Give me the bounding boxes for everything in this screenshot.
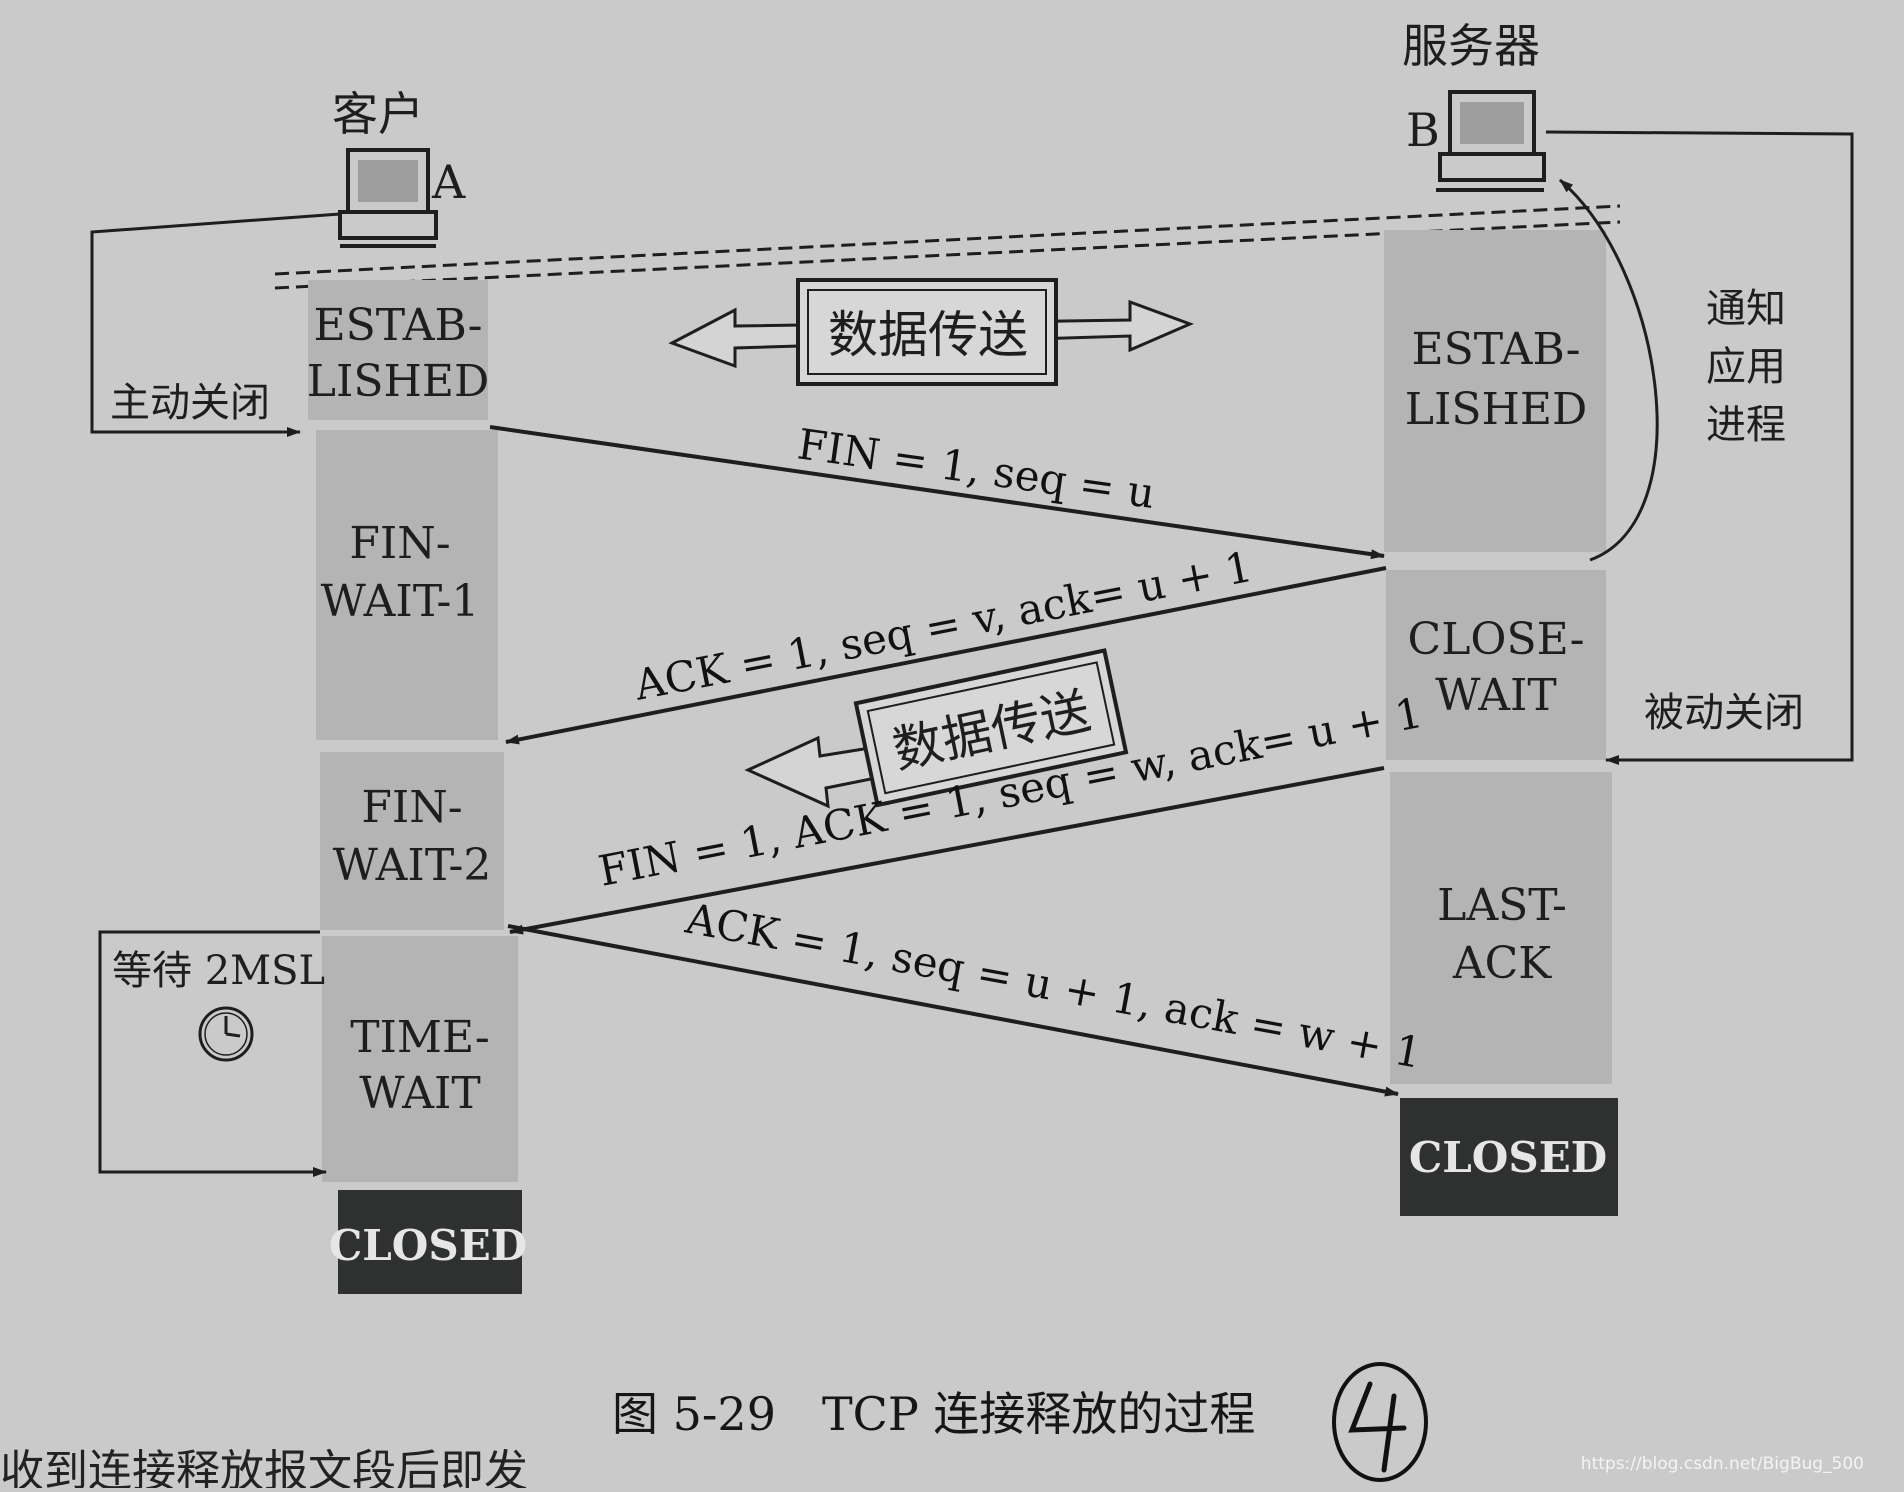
client-state-fin-wait-2 xyxy=(320,752,504,930)
server-closed-label: CLOSED xyxy=(1409,1133,1607,1182)
server-state-close-wait xyxy=(1386,570,1606,760)
client-computer-icon xyxy=(338,148,438,248)
client-state-1-line2: LISHED xyxy=(307,356,490,407)
server-state-3-line1: LAST- xyxy=(1437,880,1567,931)
client-state-2-line2: WAIT-1 xyxy=(321,576,480,627)
client-state-established xyxy=(308,280,488,420)
server-letter: B xyxy=(1406,103,1440,157)
client-state-3-line2: WAIT-2 xyxy=(333,840,492,891)
passive-close-line xyxy=(1545,130,1854,765)
client-state-time-wait xyxy=(322,936,518,1182)
client-state-4-line2: WAIT xyxy=(359,1068,481,1119)
figure-caption: 图 5-29 TCP 连接释放的过程 xyxy=(612,1387,1255,1441)
message-arrow-fin-ack xyxy=(509,766,1385,935)
message-arrow-fin xyxy=(489,425,1385,560)
passive-close-label: 被动关闭 xyxy=(1644,690,1804,736)
client-closed-box xyxy=(338,1190,522,1294)
server-state-last-ack xyxy=(1390,772,1612,1084)
client-closed-label: CLOSED xyxy=(329,1221,527,1270)
wait-2msl-label: 等待 2MSL xyxy=(112,948,325,994)
client-state-1-line1: ESTAB- xyxy=(314,300,483,351)
server-state-2-line1: CLOSE- xyxy=(1408,614,1585,665)
server-closed-box xyxy=(1400,1098,1618,1216)
server-computer-icon xyxy=(1436,90,1546,192)
clock-icon xyxy=(198,1006,254,1062)
active-close-label: 主动关闭 xyxy=(110,380,270,426)
handwritten-circle-mark xyxy=(1332,1362,1428,1482)
server-state-3-line2: ACK xyxy=(1452,938,1552,989)
server-state-column xyxy=(1384,230,1618,1216)
client-state-2-line1: FIN- xyxy=(349,518,450,569)
server-title: 服务器 xyxy=(1402,19,1540,73)
watermark: https://blog.csdn.net/BigBug_500 xyxy=(1580,1454,1864,1474)
client-state-4-line1: TIME- xyxy=(350,1012,490,1063)
client-title: 客户 xyxy=(332,87,424,141)
notify-app-line3: 进程 xyxy=(1706,402,1786,448)
wait-2msl-line xyxy=(98,930,327,1177)
notify-app-curve xyxy=(1559,178,1659,562)
server-state-established xyxy=(1384,230,1606,552)
client-state-fin-wait-1 xyxy=(316,430,498,740)
client-letter: A xyxy=(431,155,466,209)
message-arrow-ack-1 xyxy=(505,566,1387,745)
notify-app-line1: 通知 xyxy=(1706,286,1786,332)
server-state-1-line1: ESTAB- xyxy=(1412,324,1581,375)
message-arrow-ack-2 xyxy=(507,924,1399,1097)
data-transfer-label-1: 数据传送 xyxy=(828,306,1028,364)
server-state-2-line2: WAIT xyxy=(1435,670,1557,721)
server-state-1-line2: LISHED xyxy=(1405,384,1588,435)
client-state-column xyxy=(308,280,522,1294)
active-close-line xyxy=(90,212,341,437)
data-transfer-arrow-1 xyxy=(668,278,1195,386)
data-transfer-arrow-2: 数据传送 xyxy=(744,648,1129,809)
bottom-partial-text: 收到连接释放报文段后即发 xyxy=(0,1446,528,1488)
client-state-3-line1: FIN- xyxy=(361,782,462,833)
notify-app-line2: 应用 xyxy=(1706,344,1786,390)
